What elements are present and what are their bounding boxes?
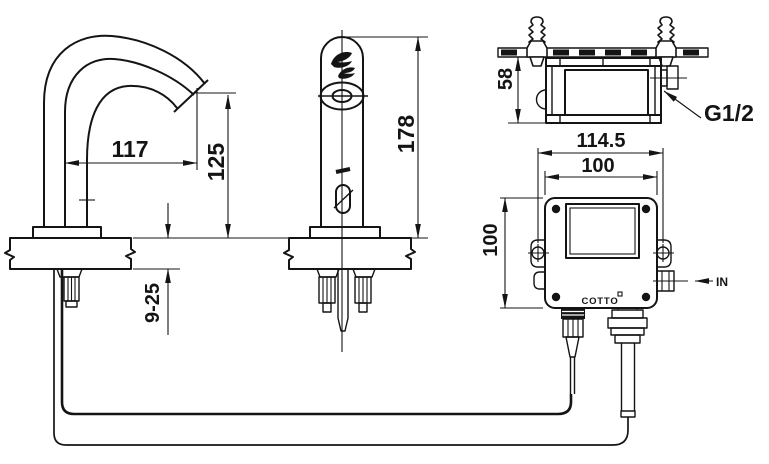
box-body-side	[545, 65, 662, 116]
stud-thread-lines	[358, 277, 368, 303]
cable-stem	[569, 357, 576, 394]
corner-screw-icon	[551, 204, 561, 214]
hose-tube-cap	[620, 410, 636, 418]
corner-screw-icon	[641, 292, 651, 302]
anchor-screw-icon	[655, 16, 677, 67]
deck-section-middle	[283, 237, 416, 270]
dim-58: 58	[495, 68, 517, 90]
mount-screw-cross	[528, 244, 549, 262]
cable-gland	[561, 308, 585, 319]
control-box-front-view: IN COTTO	[528, 197, 728, 418]
inlet-port-lines	[653, 271, 688, 291]
leader-g12	[663, 90, 702, 119]
hose-nut-1	[611, 309, 644, 319]
deck-section-left	[4, 237, 136, 270]
spout-outer-profile	[43, 34, 206, 227]
battery-window-inner	[569, 207, 636, 255]
dim-117: 117	[111, 136, 148, 162]
mount-screw-cross	[653, 244, 674, 262]
water-hose	[53, 269, 629, 446]
dim-100-height: 100	[480, 223, 502, 256]
corner-screw-icon	[551, 292, 561, 302]
box-panel-lines	[551, 58, 656, 123]
control-box-side-view	[497, 16, 709, 124]
supply-pipe	[337, 269, 349, 332]
cable-gland-lines	[562, 310, 584, 316]
box-window-side	[564, 69, 649, 116]
in-label: IN	[716, 275, 728, 289]
stud-thread-lines	[322, 277, 332, 303]
hose-nut-3	[610, 327, 645, 336]
sensor-cable	[60, 269, 573, 416]
dim-114-5: 114.5	[577, 130, 626, 152]
washer-left	[316, 268, 340, 278]
box-front-outline	[544, 197, 658, 309]
faucet-front-view	[283, 30, 416, 352]
battery-window	[565, 203, 640, 259]
gland-nut-lines	[567, 319, 579, 337]
anchor-screw-icon	[526, 16, 548, 67]
hose-nut-2	[607, 317, 648, 329]
washer-right	[352, 268, 376, 278]
hose-nut-4	[614, 334, 641, 344]
dim-178: 178	[393, 115, 419, 154]
spout-side-view	[4, 34, 209, 308]
dimensions: 117 125 9-25 178 58 G1/2 114.5 100 100	[64, 36, 754, 335]
stud-tip-right	[358, 302, 368, 313]
sensor-window-icon	[335, 184, 351, 214]
sensor-window-slash	[333, 189, 354, 209]
dim-9-25: 9-25	[142, 283, 164, 323]
dim-100-width: 100	[581, 155, 614, 177]
label-g12: G1/2	[704, 100, 754, 126]
spout-inner-profile	[86, 84, 178, 227]
side-knob	[535, 89, 547, 110]
brand-logo: COTTO	[581, 296, 618, 307]
spout-base-flange	[32, 226, 102, 239]
dim-125: 125	[203, 143, 229, 182]
box-bottom-band	[545, 114, 662, 124]
hose-tube	[620, 343, 636, 411]
gland-taper	[565, 336, 580, 358]
spout-outlet-cut-face	[173, 79, 209, 113]
shank-thread-lines	[67, 277, 76, 301]
left-port-bump	[533, 271, 545, 290]
faucet-base-flange	[309, 226, 381, 239]
corner-screw-icon	[641, 204, 651, 214]
water-stream-icon	[331, 52, 355, 79]
spout-middle-profile	[64, 57, 195, 227]
sensor-tick	[335, 167, 351, 174]
shank-tip	[65, 300, 78, 308]
faucet-body-outline	[320, 36, 364, 227]
brand-trademark-square	[617, 291, 623, 297]
stud-tip-left	[322, 302, 332, 313]
